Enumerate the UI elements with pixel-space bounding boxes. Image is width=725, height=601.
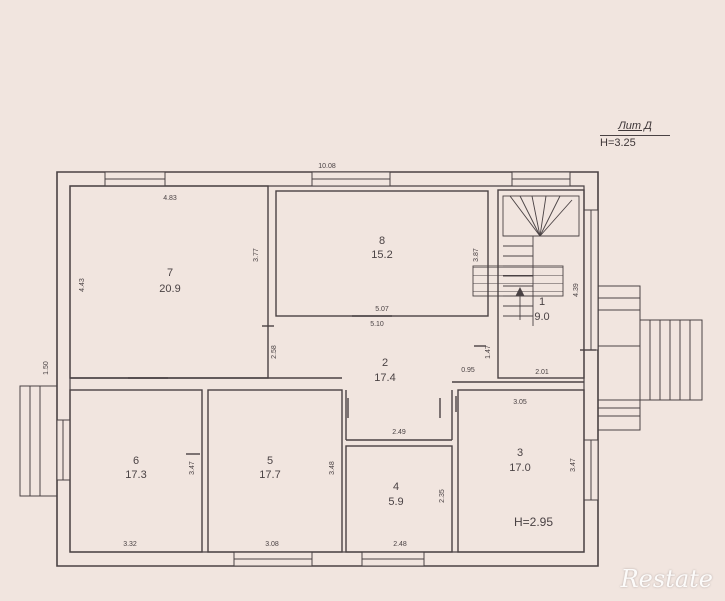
porch-right bbox=[597, 285, 703, 431]
dim-room8-depth: 3.87 bbox=[473, 248, 480, 262]
room-2-number: 2 bbox=[382, 357, 388, 369]
room-1-area: 9.0 bbox=[534, 311, 549, 323]
room-8-area: 15.2 bbox=[371, 249, 392, 261]
windows bbox=[56, 171, 599, 567]
room-3-area: 17.0 bbox=[509, 462, 530, 474]
dim-room3-depth: 3.47 bbox=[570, 458, 577, 472]
room-labels: 7 20.9 8 15.2 1 9.0 2 17.4 6 17.3 5 17.7… bbox=[125, 235, 553, 529]
dim-147: 1.47 bbox=[485, 345, 492, 359]
interior-walls bbox=[69, 185, 585, 553]
room-4-number: 4 bbox=[393, 481, 399, 493]
room-5-area: 17.7 bbox=[259, 469, 280, 481]
exterior-walls bbox=[56, 171, 599, 567]
dim-room5-depth: 3.48 bbox=[329, 461, 336, 475]
room-5-number: 5 bbox=[267, 455, 273, 467]
watermark-logo: Restate bbox=[620, 565, 713, 593]
dim-room7-depth: 4.43 bbox=[79, 278, 86, 292]
room-7-area: 20.9 bbox=[159, 283, 180, 295]
room-8-number: 8 bbox=[379, 235, 385, 247]
room-7-number: 7 bbox=[167, 267, 173, 279]
room-2-area: 17.4 bbox=[374, 372, 395, 384]
room-6-area: 17.3 bbox=[125, 469, 146, 481]
porch-left bbox=[19, 385, 58, 497]
dim-room3-width: 3.05 bbox=[513, 399, 527, 406]
room-1-number: 1 bbox=[539, 296, 545, 308]
dim-hall-width: 5.10 bbox=[370, 321, 384, 328]
dim-room8-bottom: 5.07 bbox=[375, 306, 389, 313]
room-4-area: 5.9 bbox=[388, 496, 403, 508]
sheet-label: Лит Д bbox=[618, 120, 652, 132]
dim-room6-depth: 3.47 bbox=[189, 461, 196, 475]
dim-hall-depth: 2.58 bbox=[271, 345, 278, 359]
room-6-number: 6 bbox=[133, 455, 139, 467]
dimension-labels: 10.08 4.83 4.43 3.77 3.87 5.07 5.10 2.58… bbox=[43, 163, 580, 548]
title-block: Лит Д H=3.25 bbox=[600, 120, 670, 149]
dim-room5-width: 3.08 bbox=[265, 541, 279, 548]
dim-room7-width: 4.83 bbox=[163, 195, 177, 202]
dim-room7-side: 3.77 bbox=[253, 248, 260, 262]
dim-249: 2.49 bbox=[392, 429, 406, 436]
staircase bbox=[472, 195, 580, 326]
dim-room6-width: 3.32 bbox=[123, 541, 137, 548]
door-marks bbox=[128, 315, 596, 455]
dim-room4-depth: 2.35 bbox=[439, 489, 446, 503]
room-3-height: H=2.95 bbox=[514, 515, 553, 529]
room-3-number: 3 bbox=[517, 447, 523, 459]
dim-overall-width: 10.08 bbox=[318, 163, 336, 170]
dim-left-outer: 1.50 bbox=[43, 361, 50, 375]
dim-room4-width: 2.48 bbox=[393, 541, 407, 548]
ceiling-height: H=3.25 bbox=[600, 135, 670, 149]
dim-201: 2.01 bbox=[535, 369, 549, 376]
dim-095: 0.95 bbox=[461, 367, 475, 374]
dim-stair-depth: 4.39 bbox=[573, 283, 580, 297]
